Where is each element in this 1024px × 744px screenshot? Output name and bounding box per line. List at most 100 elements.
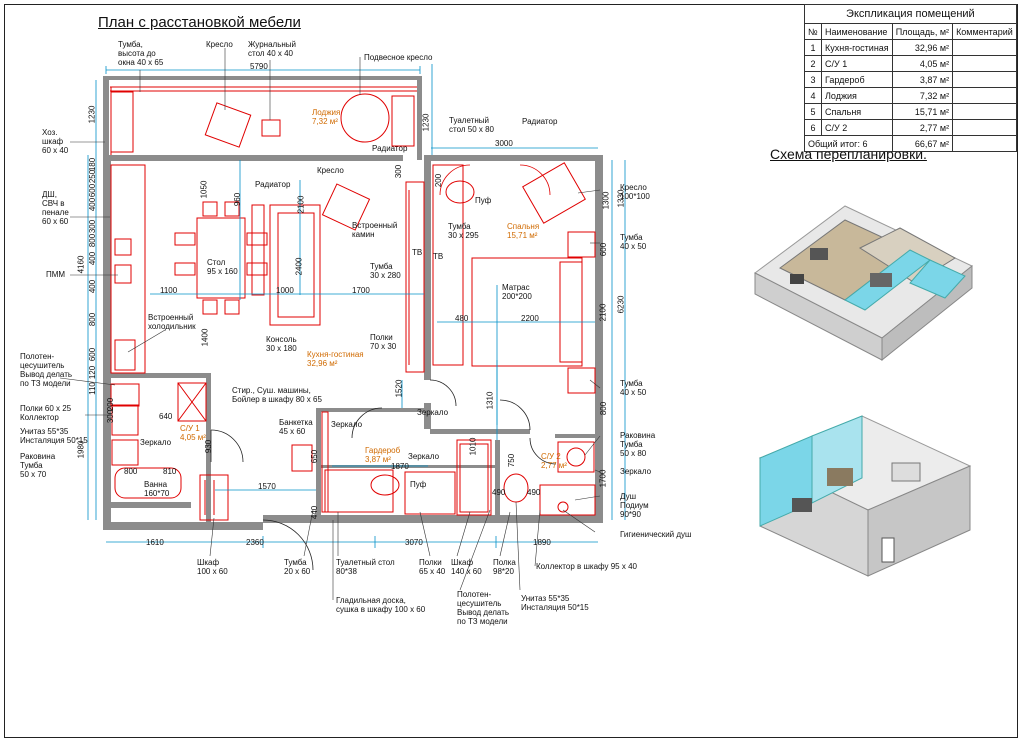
label-armchair: Кресло: [317, 166, 344, 175]
label-washing-machine: Стир., Суш. машины,Бойлер в шкафу 80 х 6…: [232, 386, 322, 404]
dim-label: 3000: [495, 139, 513, 148]
dim-label: 2100: [598, 303, 608, 322]
loggia-glazing: [110, 86, 417, 155]
label-hanging-chair: Подвесное кресло: [364, 53, 433, 62]
label-mirror: Зеркало: [417, 408, 449, 417]
dim-label: 300: [88, 219, 98, 234]
dim-label: 650: [310, 449, 320, 464]
dim-label: 1230: [87, 105, 97, 124]
dim-label: 600: [88, 347, 98, 362]
dim-label: 600: [599, 242, 609, 257]
furniture: [110, 91, 596, 521]
label-mirror: Зеркало: [620, 467, 652, 476]
dim-label: 1700: [598, 469, 608, 488]
label-mirror: Зеркало: [331, 420, 363, 429]
dim-label: 800: [124, 467, 138, 476]
dim-label: 400: [88, 197, 98, 212]
dim-label: 810: [163, 467, 177, 476]
walls: [103, 76, 603, 530]
label-mirror: Зеркало: [408, 452, 440, 461]
dim-label: 5790: [250, 62, 268, 71]
dim-label: 1700: [352, 286, 370, 295]
dim-label: 6230: [616, 295, 626, 314]
dim-label: 1400: [200, 328, 210, 347]
dim-label: 1300: [601, 191, 611, 210]
dim-label: 600: [88, 183, 98, 198]
dim-label: 1870: [391, 462, 409, 471]
dim-label: 960: [233, 192, 243, 207]
dim-label: 480: [455, 314, 469, 323]
label-hygienic-shower: Гигиенический душ: [620, 530, 692, 539]
label-radiator: Радиатор: [522, 117, 558, 126]
dim-label: 300: [106, 409, 116, 424]
dim-label: 250: [88, 169, 98, 184]
dim-label: 1890: [533, 538, 551, 547]
label-armchair: Кресло: [206, 40, 233, 49]
label-ironing-board: Гладильная доска,сушка в шкафу 100 х 60: [336, 596, 426, 614]
dim-label: 2400: [294, 257, 304, 276]
dim-label: 200: [434, 173, 444, 188]
dim-label: 490: [527, 488, 541, 497]
label-radiator: Радиатор: [255, 180, 291, 189]
leader-lines: [59, 48, 601, 600]
label-radiator: Радиатор: [372, 144, 408, 153]
label-pouf: Пуф: [410, 480, 427, 489]
dim-label: 800: [599, 401, 609, 416]
dim-label: 1570: [258, 482, 276, 491]
dim-label: 3070: [405, 538, 423, 547]
label-pouf: Пуф: [475, 196, 492, 205]
dim-label: 120: [88, 365, 98, 380]
label-tv: ТВ: [412, 248, 423, 257]
dim-label: 110: [87, 382, 97, 395]
dim-label: 1230: [421, 113, 431, 132]
label-mirror: Зеркало: [140, 438, 172, 447]
doors: [210, 164, 557, 571]
isometric-view-icon: [758, 415, 972, 577]
explication-table: Экспликация помещений № Наименование Пло…: [804, 4, 1017, 152]
dim-label: 1980: [76, 440, 86, 459]
label-shelves: Полки 60 х 25: [20, 404, 72, 413]
dim-label: 1100: [160, 286, 178, 295]
dim-label: 1050: [199, 180, 209, 199]
dim-label: 440: [310, 505, 320, 520]
